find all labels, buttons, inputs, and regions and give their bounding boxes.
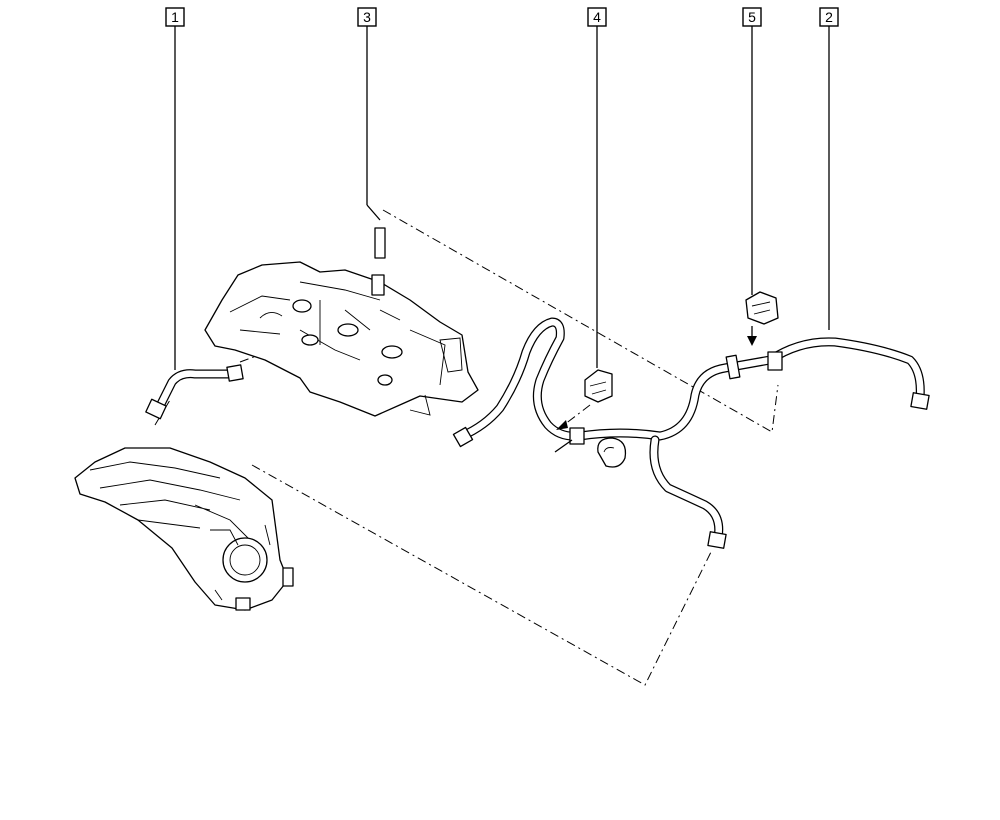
intake-manifold <box>74 447 294 611</box>
callout-4-label: 4 <box>593 9 601 25</box>
part-3-pin <box>371 227 386 296</box>
alignment-line-manifold <box>251 464 713 686</box>
part-1-hose <box>145 364 244 420</box>
callout-5[interactable]: 5 <box>742 7 762 295</box>
part-2-hose-assembly <box>452 317 930 549</box>
part-4-clip <box>556 369 613 430</box>
callout-2[interactable]: 2 <box>819 7 839 330</box>
callout-1-label: 1 <box>171 9 179 25</box>
callout-3-label: 3 <box>363 9 371 25</box>
alignment-line-3 <box>382 209 779 433</box>
callout-5-label: 5 <box>748 9 756 25</box>
callout-4[interactable]: 4 <box>587 7 607 368</box>
alignment-line-4 <box>559 404 591 429</box>
callout-2-label: 2 <box>825 9 833 25</box>
callout-3[interactable]: 3 <box>357 7 381 221</box>
part-5-clip <box>745 291 779 346</box>
cylinder-head <box>204 261 479 417</box>
callout-1[interactable]: 1 <box>165 7 185 370</box>
